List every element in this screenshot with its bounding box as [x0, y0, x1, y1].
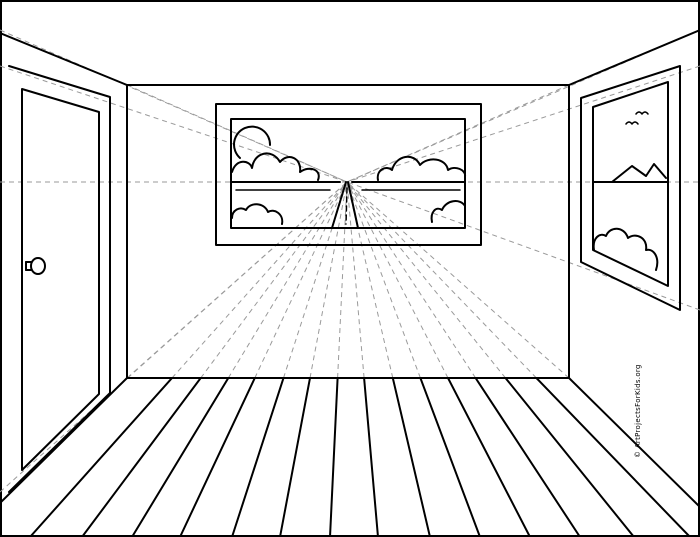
- floorboard-line: [474, 377, 581, 537]
- road-center-line: [345, 187, 348, 225]
- floor-guide-line: [346, 181, 477, 379]
- floorboard-line: [81, 377, 202, 537]
- watermark-text: © ArtProjectsForKids.org: [634, 364, 642, 458]
- floor-guide-line: [227, 181, 348, 379]
- floorboard-line: [419, 377, 481, 537]
- floor-guide-line: [346, 181, 449, 379]
- corner-guide-line: [346, 65, 700, 183]
- back-wall: [126, 84, 570, 379]
- floorboard-line: [363, 377, 379, 537]
- corner-guide-line: [346, 84, 570, 183]
- bird-icon: [635, 111, 649, 115]
- floor-guide-line: [200, 181, 348, 379]
- perspective-guides: [0, 29, 700, 493]
- corner-guide-line: [0, 65, 348, 183]
- floor-guide-line: [171, 181, 348, 379]
- road-right-edge: [347, 181, 359, 229]
- floorboard-line: [279, 377, 311, 537]
- framed-painting: [215, 103, 482, 246]
- bird-icon: [625, 121, 639, 125]
- floorboard-line: [447, 377, 531, 537]
- floor-guide-line: [254, 181, 348, 379]
- floorboard-line: [29, 377, 173, 537]
- floor-guide-line: [346, 181, 365, 379]
- floorboard-line: [504, 377, 635, 537]
- window: [580, 65, 681, 311]
- door-knob-icon: [30, 257, 46, 275]
- road-left-edge: [331, 181, 347, 229]
- cloud-right-bottom: [430, 200, 466, 223]
- floorboard-line: [391, 377, 431, 537]
- mountains-icon: [611, 163, 667, 183]
- left-floor-edge: [0, 377, 128, 504]
- floor-guide-line: [346, 181, 394, 379]
- door-panel: [21, 88, 100, 471]
- left-ceiling-edge: [0, 32, 128, 86]
- door: [8, 65, 111, 493]
- floor-guide-line: [346, 181, 421, 379]
- corner-guide-line: [346, 181, 570, 379]
- sun-icon: [233, 125, 272, 159]
- floorboards: [29, 377, 691, 537]
- window-glass: [592, 81, 669, 287]
- door-frame: [8, 65, 111, 493]
- window-frame: [580, 65, 681, 311]
- floor-guide-line: [337, 181, 348, 379]
- room-structure: [0, 29, 700, 508]
- floorboard-line: [179, 377, 256, 537]
- right-floor-edge: [568, 377, 700, 508]
- floorboard-line: [131, 377, 230, 537]
- corner-guide-line: [0, 181, 348, 493]
- cloud-right-top: [376, 155, 467, 181]
- painting-canvas: [230, 118, 466, 229]
- cloud-left-top: [231, 152, 320, 181]
- floor-guide-line: [309, 181, 348, 379]
- floor-guide-line: [346, 181, 506, 379]
- floorboard-line: [329, 377, 339, 537]
- floorboard-line: [535, 377, 691, 537]
- cloud-left-bottom: [231, 203, 284, 225]
- floorboard-line: [231, 377, 285, 537]
- painting-outer-frame: [215, 103, 482, 246]
- floor-guide-line: [346, 181, 537, 379]
- right-ceiling-edge: [568, 29, 700, 86]
- bush-icon: [592, 227, 659, 271]
